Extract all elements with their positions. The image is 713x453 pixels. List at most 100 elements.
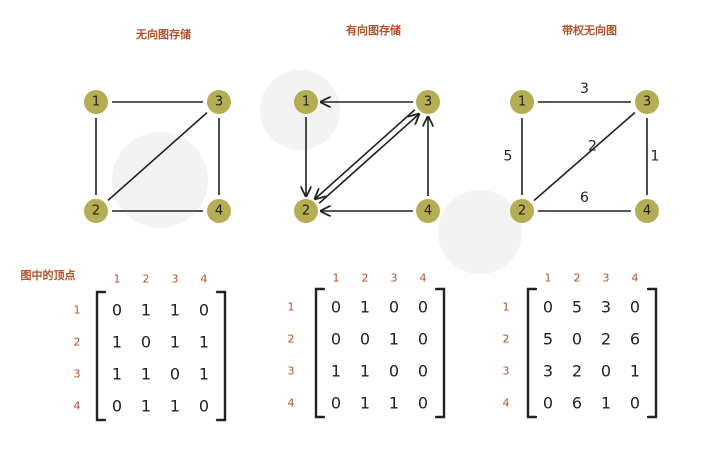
node-label: 2 <box>518 204 526 219</box>
matrix-cell: 0 <box>630 394 640 413</box>
watermark <box>112 70 522 274</box>
node-1: 1 <box>294 90 318 114</box>
matrix-cell: 1 <box>170 397 180 416</box>
node-label: 1 <box>92 95 100 110</box>
column-header: 4 <box>632 272 639 285</box>
node-label: 3 <box>643 95 651 110</box>
matrix-left-bracket <box>526 287 538 419</box>
edge-weight-2-4: 6 <box>580 190 589 206</box>
row-header: 4 <box>503 397 510 410</box>
column-header: 2 <box>574 272 581 285</box>
node-label: 1 <box>302 95 310 110</box>
matrix-cell: 1 <box>199 333 209 352</box>
matrix-cell: 0 <box>543 394 553 413</box>
matrix-left-bracket <box>314 287 326 419</box>
matrix-cell: 3 <box>543 362 553 381</box>
row-header: 1 <box>288 301 295 314</box>
row-header: 4 <box>74 400 81 413</box>
node-2: 2 <box>84 199 108 223</box>
matrix-cell: 0 <box>199 397 209 416</box>
column-header: 1 <box>114 273 121 286</box>
node-4: 4 <box>416 199 440 223</box>
column-header: 4 <box>420 272 427 285</box>
matrix-cell: 1 <box>170 333 180 352</box>
matrix-cell: 1 <box>141 397 151 416</box>
node-circle <box>294 199 318 223</box>
node-label: 3 <box>424 95 432 110</box>
row-header: 2 <box>288 333 295 346</box>
node-label: 4 <box>643 204 651 219</box>
row-header: 3 <box>74 368 81 381</box>
node-1: 1 <box>510 90 534 114</box>
node-circle <box>635 90 659 114</box>
node-4: 4 <box>635 199 659 223</box>
matrix-cell: 1 <box>360 362 370 381</box>
edge-weight-1-3: 3 <box>580 81 589 97</box>
node-circle <box>510 199 534 223</box>
matrix-cell: 0 <box>543 298 553 317</box>
matrix-right-bracket <box>215 290 227 422</box>
matrix-cell: 1 <box>601 394 611 413</box>
matrix-cell: 0 <box>331 298 341 317</box>
column-header: 2 <box>362 272 369 285</box>
node-label: 2 <box>92 204 100 219</box>
node-label: 4 <box>424 204 432 219</box>
node-1: 1 <box>84 90 108 114</box>
row-header: 3 <box>288 365 295 378</box>
matrix-cell: 0 <box>360 330 370 349</box>
matrix-cell: 1 <box>389 394 399 413</box>
matrix-cell: 1 <box>141 365 151 384</box>
column-header: 1 <box>545 272 552 285</box>
matrix-cell: 0 <box>112 397 122 416</box>
column-header: 3 <box>391 272 398 285</box>
matrix-cell: 1 <box>112 365 122 384</box>
matrix-cell: 0 <box>601 362 611 381</box>
node-circle <box>510 90 534 114</box>
edge-3-2 <box>315 109 416 199</box>
matrix-cell: 0 <box>572 330 582 349</box>
edge-2-3 <box>533 111 636 202</box>
matrix-cell: 0 <box>630 298 640 317</box>
matrix-cell: 5 <box>543 330 553 349</box>
node-label: 2 <box>302 204 310 219</box>
matrix-cell: 0 <box>141 333 151 352</box>
matrix-left-bracket <box>95 290 107 422</box>
node-label: 4 <box>215 204 223 219</box>
matrix-cell: 1 <box>112 333 122 352</box>
edge-2-3 <box>318 114 419 204</box>
node-label: 3 <box>215 95 223 110</box>
graph-0: 1 3 2 4 <box>84 90 231 223</box>
matrix-cell: 0 <box>170 365 180 384</box>
node-label: 1 <box>518 95 526 110</box>
matrix-cell: 1 <box>331 362 341 381</box>
matrix-cell: 1 <box>199 365 209 384</box>
node-circle <box>207 90 231 114</box>
graph-title-weighted: 带权无向图 <box>562 23 617 37</box>
matrix-cell: 0 <box>112 301 122 320</box>
row-header: 3 <box>503 365 510 378</box>
matrix-vertex-label: 图中的顶点 <box>21 268 76 282</box>
matrix-cell: 0 <box>418 330 428 349</box>
edge-2-3 <box>107 112 208 201</box>
column-header: 4 <box>201 273 208 286</box>
edge-weight-2-3: 2 <box>588 139 597 155</box>
node-4: 4 <box>207 199 231 223</box>
matrix-cell: 2 <box>601 330 611 349</box>
node-2: 2 <box>510 199 534 223</box>
matrix-cell: 6 <box>630 330 640 349</box>
matrix-right-bracket <box>646 287 658 419</box>
node-circle <box>416 199 440 223</box>
column-header: 3 <box>603 272 610 285</box>
node-circle <box>84 90 108 114</box>
graph-title-undirected: 无向图存储 <box>135 27 191 41</box>
matrix-cell: 0 <box>389 298 399 317</box>
matrix-cell: 0 <box>331 394 341 413</box>
row-header: 1 <box>503 301 510 314</box>
row-header: 2 <box>74 336 81 349</box>
